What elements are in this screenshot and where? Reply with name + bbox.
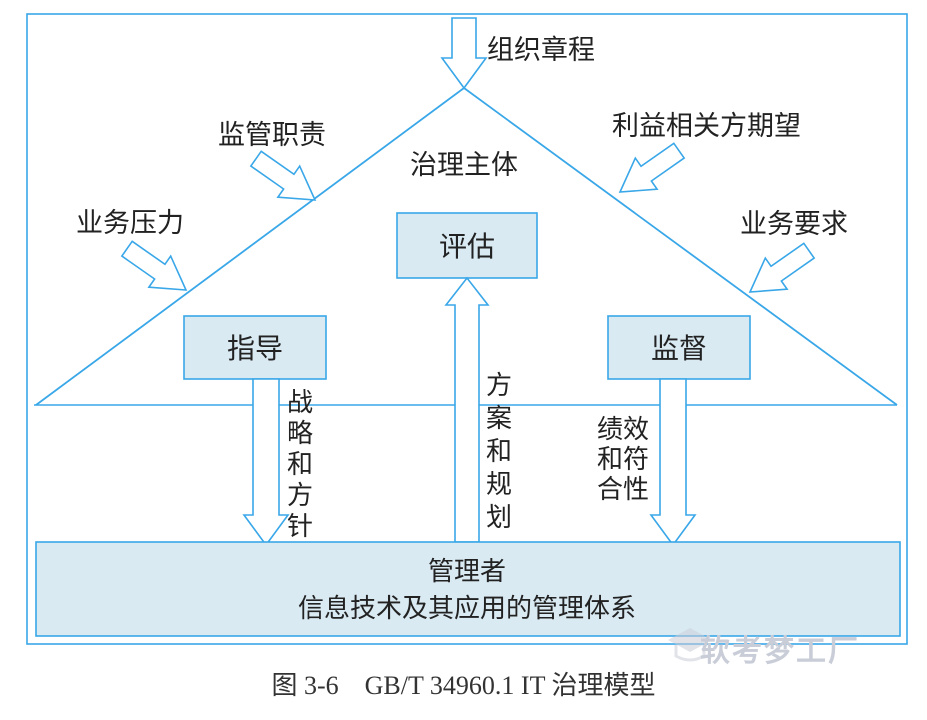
label-charter: 组织章程 — [487, 35, 595, 66]
outer-frame — [26, 13, 908, 645]
strategy-char: 和 — [287, 450, 313, 480]
label-business-requirement: 业务要求 — [740, 209, 848, 240]
label-business-pressure: 业务压力 — [76, 208, 184, 239]
figure-caption: 图 3-6 GB/T 34960.1 IT 治理模型 — [271, 671, 656, 700]
watermark-logo-icon — [668, 628, 712, 662]
label-manager: 管理者 — [428, 557, 506, 587]
monitor-down-arrow-icon — [649, 378, 697, 547]
watermark-text: 软考梦工厂 — [700, 634, 860, 669]
plan-up-arrow-icon — [444, 276, 490, 543]
charter-arrow-icon — [440, 17, 488, 90]
evaluate-box — [396, 212, 538, 279]
perf-line: 合性 — [597, 475, 649, 505]
plan-char: 案 — [486, 404, 512, 434]
label-governing-body: 治理主体 — [410, 150, 518, 181]
label-evaluate: 评估 — [439, 230, 495, 263]
label-direct: 指导 — [227, 332, 283, 365]
label-performance-conformance: 绩效 和符 合性 — [597, 415, 649, 505]
strategy-char: 针 — [287, 512, 313, 542]
management-box — [35, 541, 901, 637]
plan-char: 规 — [486, 470, 512, 500]
business-pressure-arrow-icon — [120, 240, 188, 291]
label-strategy-policy: 战 略 和 方 针 — [287, 388, 313, 542]
monitor-box — [607, 315, 751, 380]
label-proposals-plans: 方 案 和 规 划 — [486, 371, 512, 533]
plan-char: 方 — [486, 371, 512, 401]
plan-char: 划 — [486, 503, 512, 533]
label-monitor: 监督 — [651, 332, 707, 365]
label-stakeholder: 利益相关方期望 — [612, 111, 801, 142]
plan-char: 和 — [486, 437, 512, 467]
label-management-system: 信息技术及其应用的管理体系 — [298, 594, 636, 624]
perf-line: 绩效 — [597, 415, 649, 445]
label-regulation: 监管职责 — [218, 120, 326, 151]
strategy-char: 战 — [287, 388, 313, 418]
perf-line: 和符 — [597, 445, 649, 475]
strategy-char: 方 — [287, 481, 313, 511]
stakeholder-arrow-icon — [618, 142, 686, 193]
direct-down-arrow-icon — [242, 378, 290, 547]
regulation-arrow-icon — [249, 150, 317, 201]
strategy-char: 略 — [287, 419, 313, 449]
business-requirement-arrow-icon — [748, 242, 816, 293]
